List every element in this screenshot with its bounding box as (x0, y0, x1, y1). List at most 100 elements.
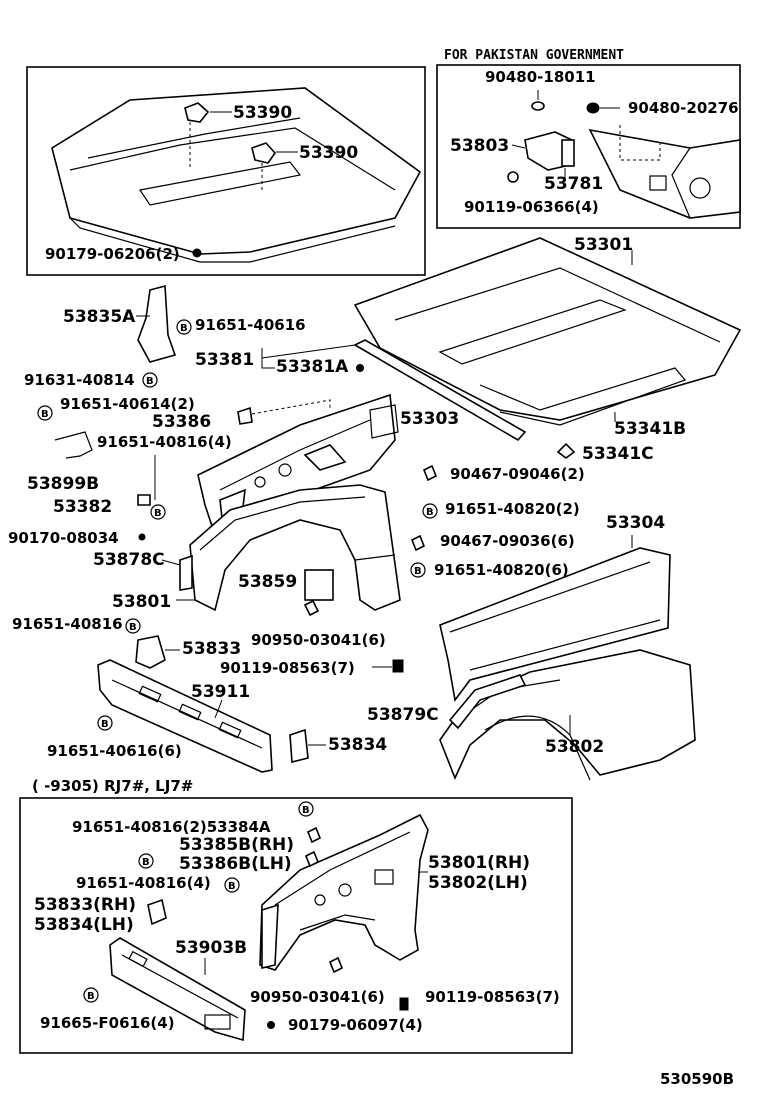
label-box-c-c: 53386B(LH) (179, 854, 292, 874)
box-hood-insulator: 53390 53390 90179-06206(2) (26, 66, 426, 276)
label-53781: 53781 (544, 174, 603, 194)
label-53381a: 53381A (276, 357, 349, 377)
label-90950-03041-6: 90950-03041(6) (251, 631, 386, 649)
fender-apron-53801: 53801 (112, 484, 401, 612)
label-53833: 53833 (182, 639, 241, 659)
box-c-frame (19, 797, 573, 1054)
svg-text:B: B (87, 991, 95, 1002)
label-90119-06366: 90119-06366(4) (464, 198, 599, 216)
illustration-code: 530590B (660, 1070, 734, 1088)
svg-text:B: B (228, 881, 236, 892)
washer-icon-2 (507, 171, 519, 183)
plate-53781 (561, 139, 575, 167)
label-90119-08563-7: 90119-08563(7) (220, 659, 355, 677)
label-box-c-g: 53833(RH) (34, 895, 136, 915)
front-fender: 53304 53879C 53802 (367, 513, 696, 781)
hood-cushion-53341c (556, 442, 576, 459)
label-53301: 53301 (574, 235, 633, 255)
svg-text:B: B (142, 857, 150, 868)
label-box-c-l: 91665-F0616(4) (40, 1014, 175, 1032)
label-53835a: 53835A (63, 307, 136, 327)
bolt-marker-icon (298, 801, 314, 817)
label-box-c-h: 53834(LH) (34, 915, 134, 935)
svg-text:B: B (129, 622, 137, 633)
label-box-c-i: 53903B (175, 938, 247, 958)
clip-icon (138, 533, 146, 541)
label-91651-40820-2: 91651-40820(2) (445, 500, 580, 518)
nut-icon (586, 102, 600, 114)
box-a-frame (26, 66, 426, 276)
label-box-c-d: 91651-40816(4) (76, 874, 211, 892)
svg-text:B: B (180, 323, 188, 334)
bracket-53833-box-c (147, 898, 167, 926)
bolt-marker-icon (410, 562, 426, 578)
washer-icon (531, 101, 545, 111)
label-box-c-a: 91651-40816(2)53384A (72, 818, 271, 836)
label-91651-40820-6: 91651-40820(6) (434, 561, 569, 579)
crossmember-53911: 53911 (97, 659, 273, 773)
bracket-53833 (135, 635, 166, 669)
bolt-marker-icon (37, 405, 53, 421)
box-c-header: ( -9305) RJ7#, LJ7# (32, 777, 193, 795)
label-90467-09046: 90467-09046(2) (450, 465, 585, 483)
hood-53301: 53301 (353, 235, 742, 426)
label-53304: 53304 (606, 513, 665, 533)
bolt-marker-icon (138, 853, 154, 869)
label-53341c: 53341C (582, 444, 654, 464)
label-53879c: 53879C (367, 705, 439, 725)
plate-53859 (304, 569, 334, 601)
bracket-53878c (179, 554, 193, 591)
label-53390-a: 53390 (233, 103, 292, 123)
svg-text:B: B (302, 805, 310, 816)
hood-clip-2 (251, 142, 277, 164)
label-53911: 53911 (191, 682, 250, 702)
cowl-panel-53303: 53303 (197, 393, 459, 537)
label-box-c-k: 90119-08563(7) (425, 988, 560, 1006)
bolt-marker-icon (97, 715, 113, 731)
hood-outline-box-a (51, 87, 422, 255)
box-pakistan-government: FOR PAKISTAN GOVERNMENT 90480-18011 9048… (436, 48, 741, 229)
clip-icon (306, 826, 322, 844)
nut-icon (410, 534, 426, 552)
label-91651-40616: 91651-40616 (195, 316, 306, 334)
label-90179-06206: 90179-06206(2) (45, 245, 180, 263)
fender-liner-53879c (448, 674, 527, 730)
screw-icon (267, 1021, 275, 1029)
svg-text:B: B (101, 719, 109, 730)
hood-lock-53835a (137, 284, 177, 363)
label-53878c: 53878C (93, 550, 165, 570)
screw-icon (192, 248, 202, 258)
label-90480-18011: 90480-18011 (485, 68, 596, 86)
bolt-marker-icon (83, 987, 99, 1003)
apron-box-c (259, 813, 429, 971)
label-53390-b: 53390 (299, 143, 358, 163)
label-53341b: 53341B (614, 419, 686, 439)
nut-icon (328, 956, 344, 974)
nut-icon (422, 464, 438, 482)
label-53834: 53834 (328, 735, 387, 755)
svg-text:B: B (146, 376, 154, 387)
label-box-c-m: 90179-06097(4) (288, 1016, 423, 1034)
support-rod-53899b (54, 431, 93, 459)
label-90170-08034: 90170-08034 (8, 529, 119, 547)
hood-corner-b (588, 128, 741, 219)
weatherstrip-53381 (353, 339, 527, 442)
label-box-c-b: 53385B(RH) (179, 835, 294, 855)
label-box-c-j: 90950-03041(6) (250, 988, 385, 1006)
svg-text:B: B (426, 507, 434, 518)
svg-text:B: B (154, 508, 162, 519)
hood-clip-1 (184, 102, 210, 123)
label-53802: 53802 (545, 737, 604, 757)
bolt-marker-icon (150, 504, 166, 520)
label-91651-40616-6: 91651-40616(6) (47, 742, 182, 760)
fender-top-53304 (439, 547, 671, 702)
bolt-marker-icon (125, 618, 141, 634)
label-53382: 53382 (53, 497, 112, 517)
label-53303: 53303 (400, 409, 459, 429)
bolt-marker-icon (142, 372, 158, 388)
label-90480-20276: 90480-20276 (628, 99, 739, 117)
label-53899b: 53899B (27, 474, 99, 494)
fender-body-53802 (439, 649, 696, 781)
label-90467-09036: 90467-09036(6) (440, 532, 575, 550)
bolt-53382 (137, 494, 151, 506)
